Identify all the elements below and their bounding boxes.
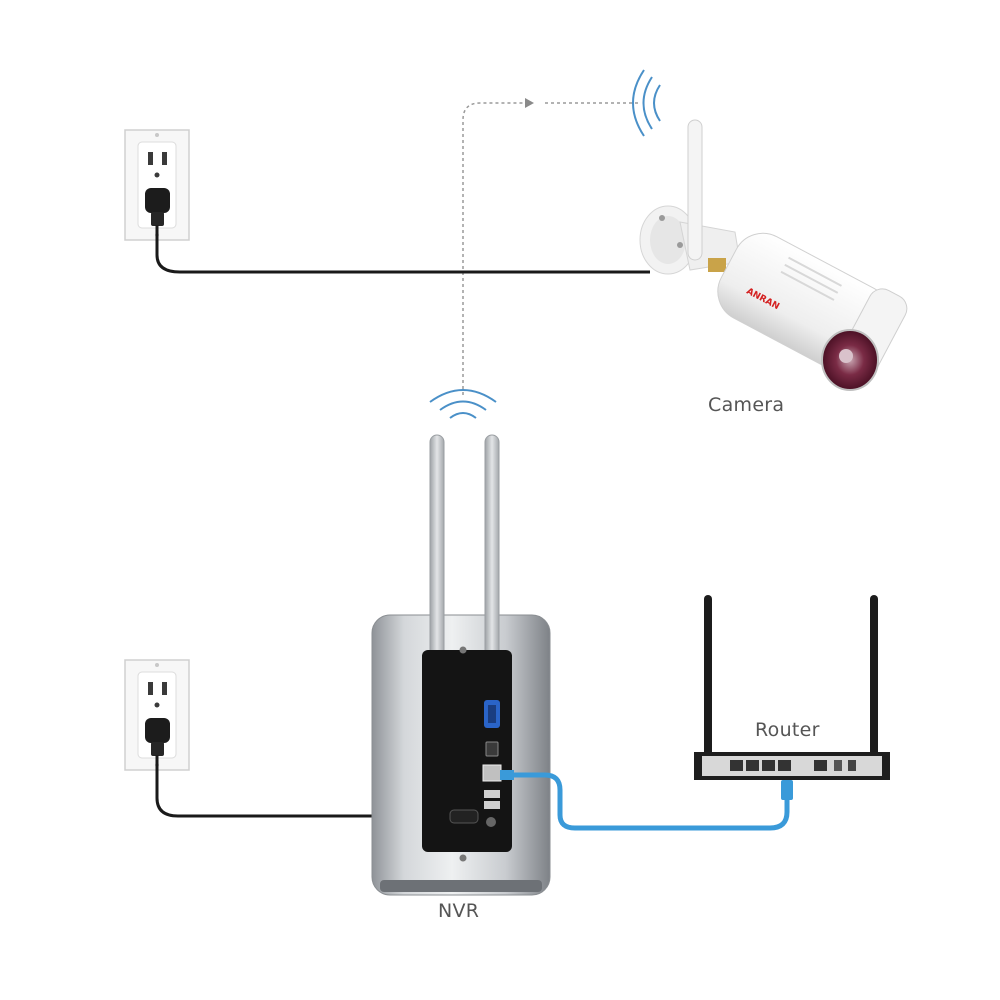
- router-label: Router: [755, 719, 820, 741]
- power-plug-icon: [145, 718, 170, 756]
- ethernet-cable: [500, 770, 793, 831]
- nvr-antenna-left: [429, 434, 445, 686]
- camera-antenna: [687, 119, 703, 261]
- lan-port: [482, 764, 502, 782]
- usb-port: [484, 801, 500, 809]
- arrow-head-icon: [525, 98, 534, 108]
- power-plug-icon: [145, 188, 170, 226]
- router-antenna-right: [870, 595, 878, 760]
- camera-device: ANRAN: [639, 119, 908, 391]
- wireless-link-dashed: [462, 98, 640, 395]
- wall-outlet-bottom: [124, 659, 190, 771]
- wall-outlet-icon: [148, 682, 167, 708]
- dc-power-port: [486, 817, 496, 827]
- lan-port: [730, 760, 743, 771]
- lan-port: [762, 760, 775, 771]
- wifi-signal-icon: [632, 69, 661, 137]
- nvr-label: NVR: [438, 900, 480, 922]
- wan-port: [814, 760, 827, 771]
- camera-label: Camera: [708, 394, 785, 416]
- usb-port: [484, 790, 500, 798]
- nvr-antenna-right: [484, 434, 500, 686]
- lan-port: [778, 760, 791, 771]
- nvr-power-cable: [155, 755, 455, 818]
- router-antenna-left: [704, 595, 712, 760]
- lan-port: [746, 760, 759, 771]
- nvr-device: [371, 434, 551, 896]
- wifi-signal-icon: [429, 389, 497, 419]
- camera-power-cable: [155, 225, 650, 274]
- router-device: [694, 595, 890, 780]
- wall-outlet-top: [124, 129, 190, 241]
- hdmi-port: [485, 741, 499, 757]
- wall-outlet-icon: [148, 152, 167, 178]
